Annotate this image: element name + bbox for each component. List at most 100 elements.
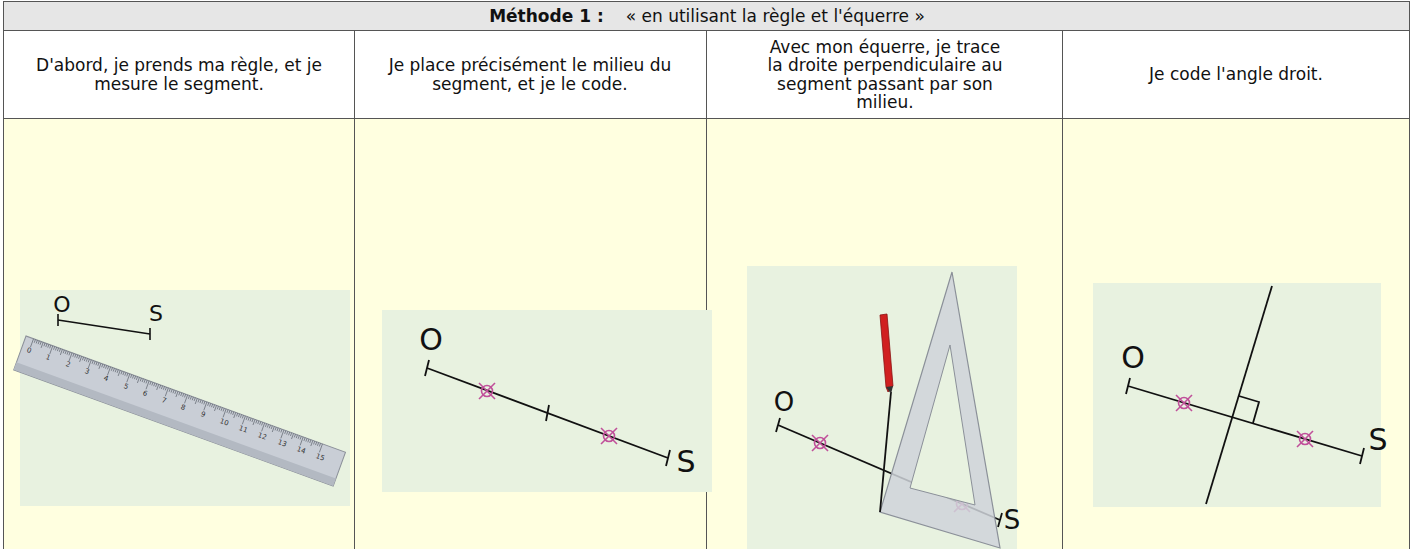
- set-square: [880, 272, 1000, 548]
- ruler-tick: [69, 353, 72, 361]
- endpoint-tick: [1360, 448, 1364, 464]
- point-name: O: [1121, 343, 1145, 373]
- ruler-tick: [142, 379, 143, 382]
- perpendicular-line: [880, 392, 891, 512]
- ruler-tick: [36, 340, 37, 343]
- segment: [427, 368, 668, 458]
- ruler-tick: [204, 401, 205, 404]
- ruler-tick: [204, 402, 207, 410]
- ruler-tick: [34, 339, 35, 342]
- ruler-tick: [96, 362, 97, 365]
- ruler-tick: [77, 355, 78, 358]
- ruler-tick: [104, 365, 105, 368]
- ruler-tick: [40, 342, 41, 345]
- ruler-tick: [289, 432, 290, 435]
- ruler-tick: [107, 367, 110, 375]
- ruler-tick: [294, 434, 295, 437]
- ruler-tick: [300, 437, 303, 445]
- ruler-tick: [131, 374, 132, 377]
- ruler-tick: [60, 349, 62, 355]
- ruler-tick: [159, 385, 160, 388]
- ruler-tick: [319, 444, 322, 452]
- ruler-tick: [223, 408, 224, 411]
- point-name: S: [676, 447, 695, 477]
- ruler-tick: [183, 393, 184, 396]
- ruler-tick: [310, 440, 311, 443]
- ruler-tick: [146, 380, 147, 383]
- ruler-tick: [319, 443, 320, 446]
- ruler-tick: [298, 435, 299, 438]
- ruler-tick: [253, 419, 255, 425]
- ruler-tick: [292, 433, 294, 439]
- ruler-tick: [238, 414, 239, 417]
- ruler-tick: [277, 428, 278, 431]
- ruler: [14, 336, 346, 486]
- ruler-tick: [290, 433, 291, 436]
- ruler-tick: [213, 405, 214, 408]
- ruler-tick: [41, 342, 43, 348]
- ruler-tick: [231, 411, 232, 414]
- picture-panel: [382, 310, 712, 492]
- ruler-tick: [281, 430, 284, 438]
- ruler-tick: [269, 425, 270, 428]
- step-text: Je code l'angle droit.: [1072, 32, 1400, 117]
- step-text: Avec mon équerre, je trace la droite per…: [760, 32, 1010, 117]
- ruler-tick: [252, 419, 253, 422]
- ruler-tick: [55, 347, 56, 350]
- ruler-tick: [262, 423, 265, 431]
- ruler-tick: [169, 389, 170, 392]
- ruler-tick: [106, 365, 107, 368]
- point-name: O: [419, 325, 443, 355]
- ruler-tick: [46, 344, 47, 347]
- point-name: S: [1004, 507, 1021, 533]
- equal-length-code: [479, 383, 495, 399]
- ruler-tick: [125, 372, 126, 375]
- ruler-tick: [234, 412, 236, 418]
- equal-length-code: [1176, 395, 1192, 411]
- ruler-tick: [306, 438, 307, 441]
- ruler-tick: [265, 424, 266, 427]
- ruler-tick: [233, 412, 234, 415]
- ruler-tick: [190, 396, 191, 399]
- ruler-tick: [65, 351, 66, 354]
- ruler-tick: [50, 345, 51, 348]
- set-square-hole: [910, 345, 975, 505]
- ruler-tick: [279, 428, 280, 431]
- ruler-tick: [188, 396, 189, 399]
- ruler-tick: [165, 387, 166, 390]
- ruler-tick: [84, 358, 85, 361]
- ruler-tick: [296, 435, 297, 438]
- ruler-tick: [285, 431, 286, 434]
- picture-panel: [1093, 283, 1381, 507]
- segment: [1128, 386, 1362, 456]
- ruler-tick: [82, 357, 83, 360]
- ruler-tick: [88, 360, 91, 368]
- ruler-tick: [314, 441, 315, 444]
- ruler-tick: [195, 398, 197, 404]
- ruler-tick: [86, 358, 87, 361]
- ruler-tick: [117, 370, 118, 373]
- ruler-tick: [317, 443, 318, 446]
- ruler-tick: [271, 426, 272, 429]
- ruler-tick: [217, 406, 218, 409]
- ruler-tick: [275, 427, 276, 430]
- ruler-tick: [262, 422, 263, 425]
- ruler-tick: [50, 346, 53, 354]
- step-text: D'abord, je prends ma règle, et je mesur…: [14, 32, 344, 117]
- ruler-tick: [198, 399, 199, 402]
- ruler-tick: [248, 417, 249, 420]
- ruler-tick: [102, 364, 103, 367]
- pencil-tip: [886, 386, 893, 394]
- ruler-tick: [181, 393, 182, 396]
- ruler-tick: [260, 421, 261, 424]
- ruler-tick: [192, 397, 193, 400]
- ruler-tick: [38, 341, 39, 344]
- picture-panel: [747, 266, 1017, 549]
- ruler-tick: [75, 354, 76, 357]
- ruler-tick: [99, 363, 101, 369]
- ruler-tick: [134, 376, 135, 379]
- endpoint-tick: [776, 418, 780, 432]
- ruler-tick: [185, 394, 186, 397]
- ruler-tick: [113, 368, 114, 371]
- endpoint-tick: [666, 450, 670, 466]
